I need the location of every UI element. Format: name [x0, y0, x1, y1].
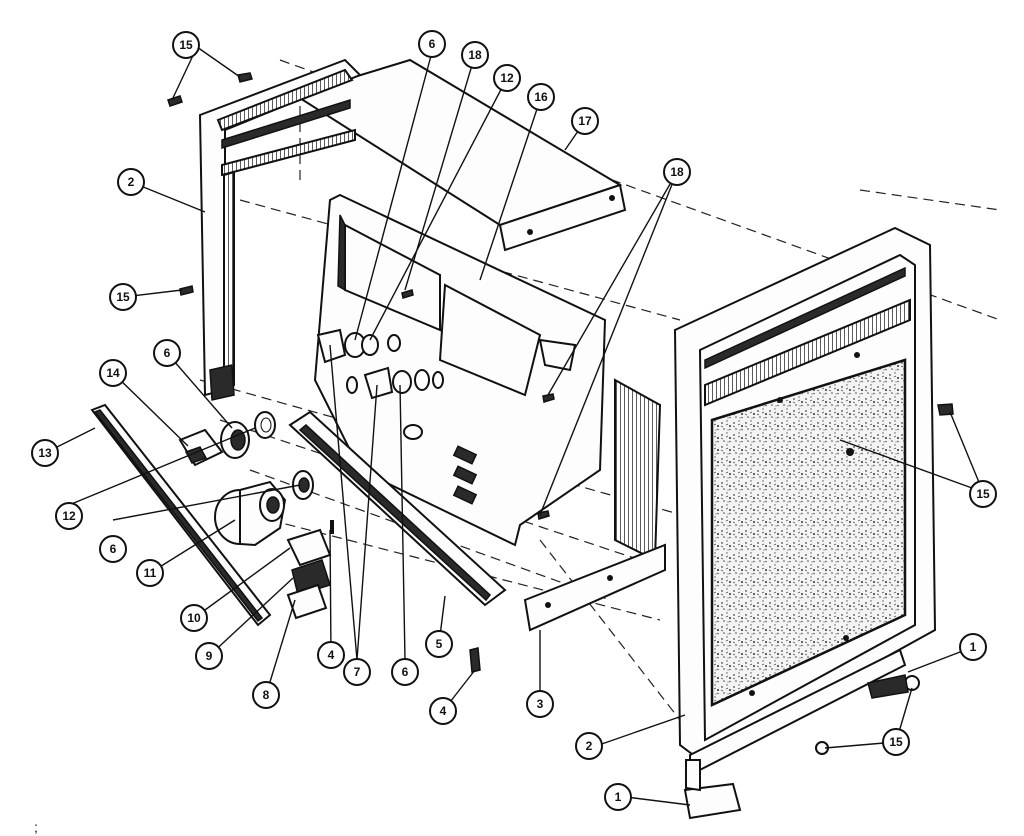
- svg-text:11: 11: [144, 566, 157, 580]
- callout-12-left: 12: [55, 502, 83, 530]
- svg-text:6: 6: [164, 346, 171, 360]
- callout-6-left: 6: [153, 339, 181, 367]
- svg-text:10: 10: [187, 611, 201, 625]
- svg-text:12: 12: [62, 509, 76, 523]
- svg-text:15: 15: [976, 487, 990, 501]
- svg-text:1: 1: [970, 640, 977, 654]
- svg-text:18: 18: [468, 48, 482, 62]
- svg-text:1: 1: [615, 790, 622, 804]
- callout-18-top: 18: [461, 41, 489, 69]
- svg-text:12: 12: [500, 71, 514, 85]
- svg-text:6: 6: [110, 542, 117, 556]
- svg-text:6: 6: [402, 665, 409, 679]
- svg-text:15: 15: [179, 38, 193, 52]
- svg-text:4: 4: [328, 648, 335, 662]
- hex-nut-part-6: [220, 421, 250, 459]
- control-knob-part-14: [178, 428, 224, 467]
- side-bracket-part-3: [523, 378, 666, 632]
- callout-8: 8: [252, 681, 280, 709]
- svg-text:2: 2: [586, 739, 593, 753]
- large-knob-part-11: [214, 480, 287, 547]
- callout-2-left: 2: [117, 168, 145, 196]
- callout-4-bottom: 4: [429, 697, 457, 725]
- svg-text:9: 9: [206, 649, 213, 663]
- callout-5: 5: [425, 630, 453, 658]
- callout-7: 7: [343, 658, 371, 686]
- svg-text:4: 4: [440, 704, 447, 718]
- middle-rail-part-5: [288, 410, 507, 607]
- svg-text:8: 8: [263, 688, 270, 702]
- callout-15-top-left: 15: [172, 31, 200, 59]
- switch-parts-8-9-10: [286, 520, 334, 620]
- svg-text:18: 18: [670, 165, 684, 179]
- callout-16: 16: [527, 83, 555, 111]
- callout-17: 17: [571, 107, 599, 135]
- front-frame-part-2: [673, 226, 937, 777]
- callout-13: 13: [31, 439, 59, 467]
- callout-14: 14: [99, 359, 127, 387]
- svg-text:3: 3: [537, 697, 544, 711]
- callout-15-left: 15: [109, 283, 137, 311]
- callout-3: 3: [526, 690, 554, 718]
- washer-part-12: [254, 411, 276, 439]
- callout-2-bottom: 2: [575, 732, 603, 760]
- svg-text:2: 2: [128, 175, 135, 189]
- svg-text:5: 5: [436, 637, 443, 651]
- panel-knobs-part-7: [316, 328, 444, 400]
- svg-text:15: 15: [116, 290, 130, 304]
- callout-15-right: 15: [969, 480, 997, 508]
- callout-11: 11: [136, 559, 164, 587]
- rear-frame-part-2: [198, 58, 362, 401]
- callout-9: 9: [195, 642, 223, 670]
- svg-text:7: 7: [354, 665, 361, 679]
- svg-text:16: 16: [534, 90, 548, 104]
- top-cover-part-17: [292, 58, 627, 252]
- callout-4-mid: 4: [317, 641, 345, 669]
- nut-part-6-lower: [292, 470, 314, 500]
- callout-10: 10: [180, 604, 208, 632]
- callout-6-top: 6: [418, 30, 446, 58]
- svg-text:13: 13: [38, 446, 52, 460]
- callout-6-mid: 6: [99, 535, 127, 563]
- callout-1-bottom: 1: [604, 783, 632, 811]
- callout-18-right: 18: [663, 158, 691, 186]
- svg-text:15: 15: [889, 735, 903, 749]
- bottom-rail-part-13: [90, 403, 272, 627]
- callout-12-top: 12: [493, 64, 521, 92]
- feet-part-1: [683, 674, 909, 820]
- callout-6-bottom: 6: [391, 658, 419, 686]
- footer-mark: ;: [34, 819, 38, 835]
- svg-text:14: 14: [106, 366, 120, 380]
- callout-labels: 15 6 18 12 16 17 2 18 15 6 14 13 12 6 11…: [31, 30, 997, 811]
- callout-15-bottom: 15: [882, 728, 910, 756]
- callout-1-right: 1: [959, 633, 987, 661]
- svg-text:6: 6: [429, 37, 436, 51]
- svg-text:17: 17: [578, 114, 592, 128]
- screws-part-15-4: [167, 72, 954, 755]
- center-panel-part-16: [313, 193, 607, 547]
